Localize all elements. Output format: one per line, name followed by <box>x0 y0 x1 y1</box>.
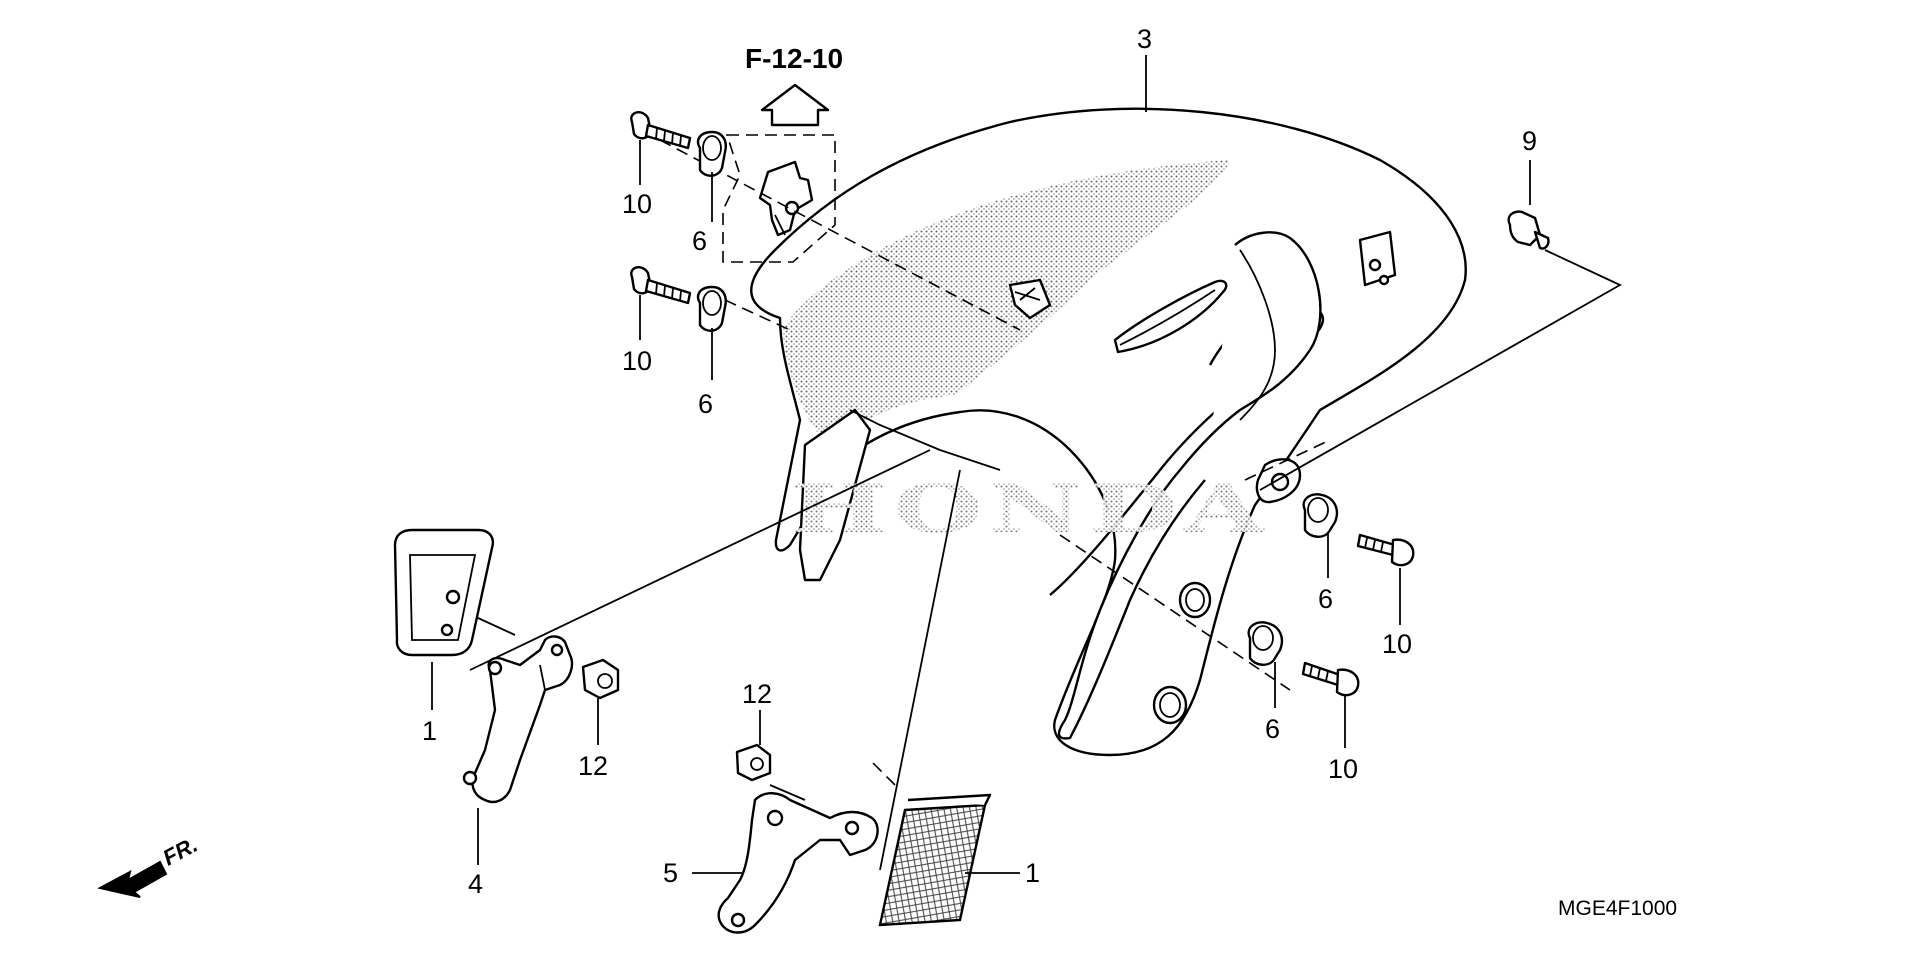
assembly-line <box>1244 439 1331 481</box>
left-reflector-bracket <box>462 635 574 804</box>
screw <box>1507 210 1550 250</box>
nut <box>581 658 620 700</box>
reflector <box>878 793 992 927</box>
part-number-4[interactable]: 4 <box>468 869 483 899</box>
assembly-line <box>724 299 791 331</box>
part-number-9[interactable]: 9 <box>1522 126 1537 156</box>
front-fender <box>750 107 1467 757</box>
assembly-line <box>469 449 931 671</box>
front-direction-label: FR. <box>159 832 202 871</box>
bolt <box>1301 661 1360 697</box>
part-number-6[interactable]: 6 <box>692 226 707 256</box>
up-arrow-icon <box>760 83 830 127</box>
part-number-10[interactable]: 10 <box>622 346 652 376</box>
part-number-10[interactable]: 10 <box>1382 629 1412 659</box>
assembly-line <box>1059 534 1291 691</box>
assembly-line <box>849 409 1001 471</box>
part-number-12[interactable]: 12 <box>578 751 608 781</box>
bolt <box>1356 533 1415 567</box>
front-direction-arrow-icon <box>97 860 168 898</box>
part-number-10[interactable]: 10 <box>1328 754 1358 784</box>
part-number-5[interactable]: 5 <box>663 858 678 888</box>
rubber-collar <box>696 130 727 177</box>
part-number-6[interactable]: 6 <box>1318 584 1333 614</box>
diagram-code: MGE4F1000 <box>1558 897 1677 920</box>
part-number-3[interactable]: 3 <box>1137 24 1152 54</box>
part-number-6[interactable]: 6 <box>1265 714 1280 744</box>
reflector <box>393 528 494 657</box>
part-number-1[interactable]: 1 <box>1025 858 1040 888</box>
bolt <box>630 111 692 150</box>
assembly-line <box>769 784 806 801</box>
rubber-collar <box>1247 621 1284 666</box>
part-number-6[interactable]: 6 <box>698 389 713 419</box>
part-number-1[interactable]: 1 <box>422 716 437 746</box>
right-reflector-bracket <box>717 792 879 934</box>
assembly-line <box>1259 249 1622 491</box>
part-number-10[interactable]: 10 <box>622 189 652 219</box>
brand-watermark: HONDA <box>790 470 1270 548</box>
assembly-line <box>879 469 961 871</box>
rubber-collar <box>1302 493 1339 538</box>
assembly-line <box>869 759 896 786</box>
rubber-collar <box>696 285 727 332</box>
part-number-12[interactable]: 12 <box>742 679 772 709</box>
reference-page-label[interactable]: F-12-10 <box>745 43 843 74</box>
nut <box>735 743 772 782</box>
bolt <box>630 266 692 305</box>
